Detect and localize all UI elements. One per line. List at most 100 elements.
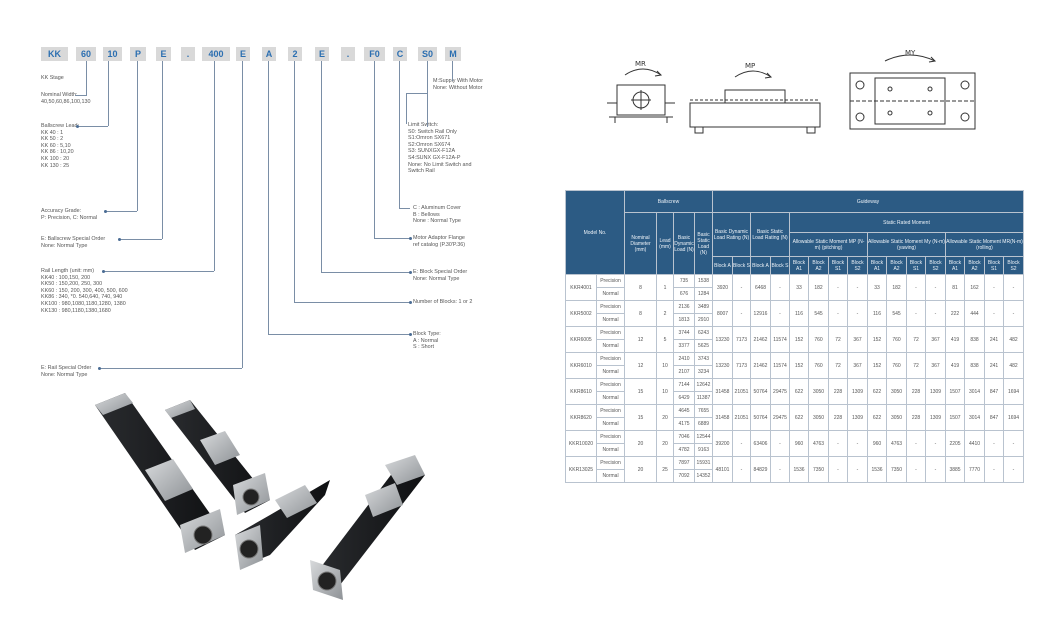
code-lead: 10 — [103, 47, 122, 61]
table-cell: 63406 — [750, 430, 771, 457]
table-cell: 2107 — [673, 365, 695, 379]
code-dot1: . — [181, 47, 195, 61]
table-cell: 3014 — [964, 404, 985, 431]
header-block-s2: Block S2 — [1003, 256, 1024, 275]
grade-cell: Precision — [596, 456, 625, 470]
annotation-line: S0: Switch Rail Only — [408, 128, 457, 135]
table-cell: 9163 — [694, 443, 713, 457]
code-limit: S0 — [418, 47, 437, 61]
table-cell: 7046 — [673, 430, 695, 444]
table-cell: 162 — [964, 274, 985, 301]
annotation-line: 40,50,60,86,100,130 — [41, 98, 91, 105]
table-cell: 5 — [656, 326, 674, 353]
table-cell: 152 — [789, 352, 809, 379]
table-cell: 72 — [828, 326, 848, 353]
table-cell: 21051 — [732, 404, 751, 431]
table-cell: 3377 — [673, 339, 695, 353]
table-cell: 50764 — [750, 404, 771, 431]
table-cell: 6889 — [694, 417, 713, 431]
table-cell: 482 — [1003, 326, 1024, 353]
model-cell: KKR8610 — [565, 378, 597, 405]
annotation-line: None : Normal Type — [413, 218, 461, 225]
annotation-line: KK86 : 340, *0. 540,640, 740, 940 — [41, 294, 123, 301]
table-cell: 10 — [656, 352, 674, 379]
code-stage: KK — [41, 47, 68, 61]
annotation-line: KK100 : 980,1080,1180,1280, 1380 — [41, 300, 126, 307]
table-cell: 838 — [964, 352, 985, 379]
table-cell: 1309 — [847, 378, 868, 405]
table-cell: 48101 — [712, 456, 733, 483]
table-cell: 1536 — [789, 456, 809, 483]
table-cell: - — [847, 430, 868, 457]
table-cell: - — [732, 456, 751, 483]
table-cell: 622 — [789, 404, 809, 431]
table-cell: 3744 — [673, 326, 695, 340]
table-cell: 10 — [656, 378, 674, 405]
grade-cell: Normal — [596, 313, 625, 327]
annotation-line: None: Normal Type — [41, 371, 88, 378]
table-cell: 847 — [984, 404, 1004, 431]
code-rail_length: 400 — [202, 47, 230, 61]
table-cell: 8007 — [712, 300, 733, 327]
table-cell: 3885 — [945, 456, 965, 483]
table-cell: 20 — [656, 404, 674, 431]
table-cell: - — [925, 300, 946, 327]
table-cell: - — [828, 300, 848, 327]
annotation-line: Nominal Width: — [41, 92, 78, 98]
annotation-line: E: Block Special Order — [413, 269, 468, 275]
table-cell: 8 — [624, 300, 657, 327]
table-cell: 6429 — [673, 391, 695, 405]
table-cell: 152 — [789, 326, 809, 353]
table-cell: - — [984, 300, 1004, 327]
table-cell: 4763 — [808, 430, 829, 457]
annotation-line: Rail Length (unit: mm) — [41, 268, 95, 274]
table-cell: 1507 — [945, 378, 965, 405]
code-accuracy: P — [130, 47, 146, 61]
table-cell: 7173 — [732, 352, 751, 379]
header-block-a1: Block A1 — [867, 256, 887, 275]
mr-label: MR — [635, 60, 646, 68]
header-guideway: Guideway — [712, 190, 1024, 213]
table-cell: 2136 — [673, 300, 695, 314]
code-blocks: 2 — [288, 47, 302, 61]
model-cell: KKR10020 — [565, 430, 597, 457]
table-cell: 33 — [867, 274, 887, 301]
mp-label: MP — [745, 62, 755, 70]
table-cell: 228 — [828, 378, 848, 405]
table-cell: 1813 — [673, 313, 695, 327]
code-block_special: E — [315, 47, 329, 61]
annotation-line: KK 60 : 5,10 — [41, 142, 71, 149]
annotation-line: A : Normal — [413, 337, 439, 344]
table-cell: 760 — [808, 326, 829, 353]
table-cell: 21462 — [750, 352, 771, 379]
table-cell: 3014 — [964, 378, 985, 405]
header-static-rating: Basic Static Load Rating (N) — [750, 212, 790, 257]
table-cell: 20 — [656, 430, 674, 457]
annotation-line: KK40 : 100,150, 200 — [41, 274, 91, 281]
table-cell: 182 — [886, 274, 907, 301]
table-cell: 847 — [984, 378, 1004, 405]
table-cell: 2410 — [673, 352, 695, 366]
code-motor: M — [445, 47, 461, 61]
annotation-line: KK130 : 980,1180,1380,1680 — [41, 307, 111, 314]
annotation-line: Switch Rail — [408, 168, 435, 175]
grade-cell: Normal — [596, 339, 625, 353]
table-cell: 1284 — [694, 287, 713, 301]
table-cell: 11574 — [770, 326, 790, 353]
annotation-line: Limit Switch: — [408, 122, 439, 128]
header-moment-mr: Allowable Static Moment MR(N-m) (rolling… — [945, 232, 1024, 257]
table-cell: 482 — [1003, 352, 1024, 379]
actuator-1 — [95, 393, 225, 553]
annotation-line: S4:SUNX GX-F12A-P — [408, 154, 461, 161]
table-cell: 25 — [656, 456, 674, 483]
table-cell: 241 — [984, 326, 1004, 353]
header-moment-my: Allowable Static Moment My (N-m) (yawing… — [867, 232, 946, 257]
table-cell: - — [906, 300, 926, 327]
table-cell: 12916 — [750, 300, 771, 327]
